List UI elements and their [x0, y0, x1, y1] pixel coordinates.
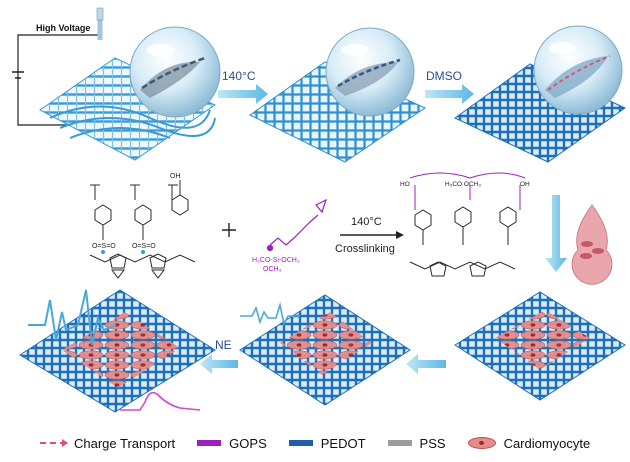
magnified-bubble-3: [533, 25, 623, 115]
mesh-annealed: [249, 61, 427, 163]
magnified-bubble-1: [129, 26, 221, 118]
step-heat-label: 140°C: [222, 69, 256, 83]
step-dmso-label: DMSO: [426, 69, 462, 83]
legend-item-pss: PSS: [387, 435, 446, 451]
arrow-down-to-culture: [545, 195, 567, 272]
mesh-with-cells-aligned: [239, 294, 411, 406]
legend-item-pedot: PEDOT: [288, 435, 366, 451]
arrow-crosslinking: [340, 231, 404, 239]
large-signal-wave: [28, 289, 117, 346]
svg-text:HO: HO: [400, 181, 410, 188]
legend-label: GOPS: [229, 435, 267, 451]
mesh-with-cells-electrostimulated: [19, 289, 216, 413]
svg-text:OCH₃: OCH₃: [263, 266, 282, 273]
ne-label: NE: [215, 338, 232, 352]
legend-label: Charge Transport: [74, 435, 176, 451]
plus-sign: [222, 223, 236, 237]
arrow-step-dmso: [425, 84, 474, 104]
crosslink-word-label: Crosslinking: [335, 243, 395, 255]
pedot-pss-structure: [89, 180, 196, 279]
high-voltage-label: High Voltage: [36, 23, 90, 33]
pedot-swatch-icon: [288, 440, 313, 446]
small-signal-wave: [240, 301, 300, 327]
arrow-step-heat: [218, 84, 268, 104]
svg-text:O=S=O: O=S=O: [92, 243, 116, 250]
gops-swatch-icon: [197, 440, 222, 446]
arrow-left-ne: [200, 354, 238, 374]
legend: Charge Transport GOPS PEDOT PSS Cardiomy…: [40, 432, 620, 454]
magnified-bubble-2: [325, 27, 415, 117]
legend-item-gops: GOPS: [197, 436, 267, 451]
arrow-left-1: [406, 354, 446, 374]
svg-text:H₃CO-Si-OCH₃: H₃CO-Si-OCH₃: [252, 257, 300, 264]
svg-text:O=S=O: O=S=O: [132, 243, 156, 250]
mesh-aligned-fibers: [39, 57, 217, 161]
crosslink-text-annotations: H₃CO OCH₃ HO OH: [400, 181, 530, 188]
mesh-with-cells-seeded: [454, 291, 626, 401]
gops-silane-group: H₃CO-Si-OCH₃ OCH₃: [252, 257, 300, 273]
crosslinked-structure: [409, 172, 526, 277]
legend-label: Cardiomyocyte: [503, 435, 591, 451]
sulfonate-groups: O=S=O O=S=O OH: [92, 173, 181, 254]
cardiomyocyte-droplet: [571, 204, 613, 285]
legend-item-charge-transport: Charge Transport: [40, 436, 175, 451]
legend-label: PSS: [419, 435, 446, 451]
gops-molecule: [266, 198, 328, 252]
dashed-arrow-icon: [40, 439, 68, 447]
legend-label: PEDOT: [320, 435, 366, 451]
svg-text:OH: OH: [520, 181, 530, 188]
legend-item-cardiomyocyte: Cardiomyocyte: [467, 435, 591, 451]
crosslink-temp-label: 140°C: [351, 216, 382, 228]
action-potential-trace: [120, 391, 201, 411]
svg-text:OH: OH: [170, 173, 181, 180]
pss-swatch-icon: [387, 440, 412, 446]
cardiomyocyte-icon: [467, 437, 496, 449]
svg-text:H₃CO OCH₃: H₃CO OCH₃: [445, 181, 481, 188]
